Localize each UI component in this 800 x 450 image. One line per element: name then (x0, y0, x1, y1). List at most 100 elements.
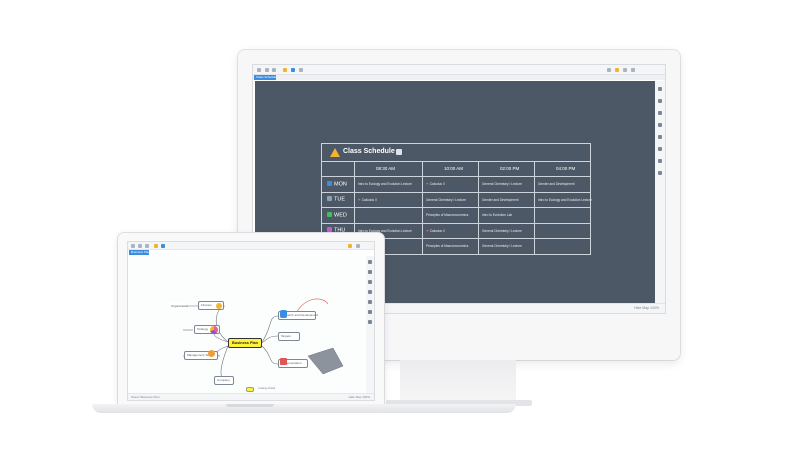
laptop-toolbar (128, 242, 374, 250)
topic-finance[interactable]: Finance (198, 301, 224, 310)
schedule-cell[interactable]: Intro to Ecology and Evolution Lecture (358, 229, 412, 233)
schedule-cell[interactable]: ⚑ Calculus II (358, 198, 377, 202)
settings-icon[interactable] (356, 244, 360, 248)
folder-icon[interactable] (154, 244, 158, 248)
day-label[interactable]: TUE (327, 196, 345, 203)
flag-icon[interactable] (658, 135, 662, 139)
monitor-stand-neck (400, 360, 516, 404)
attachment-icon[interactable] (658, 171, 662, 175)
day-text: THU (334, 227, 346, 234)
cell-label: Gender and Development (538, 182, 575, 186)
schedule-cell[interactable]: General Chemistry I Lecture (482, 182, 522, 186)
grid-line (322, 222, 590, 224)
note-label[interactable]: Looking Ahead (258, 387, 276, 390)
export-icon[interactable] (299, 68, 303, 72)
share-icon[interactable] (291, 68, 295, 72)
note-icon[interactable] (396, 149, 402, 155)
outline-icon[interactable] (658, 111, 662, 115)
day-label[interactable]: MON (327, 180, 347, 187)
tab-label: Class Schedule (256, 75, 277, 79)
topic-targets[interactable]: Targets (278, 332, 300, 341)
note-sticky-icon[interactable] (246, 387, 254, 392)
tab-class-schedule[interactable]: Class Schedule (254, 75, 277, 80)
day-text: MON (334, 181, 347, 187)
cell-label: Principles of Macroeconomics (426, 244, 469, 248)
schedule-title[interactable]: Class Schedule (343, 148, 395, 155)
schedule-cell[interactable]: Principles of Macroeconomics (426, 213, 468, 217)
settings-icon[interactable] (623, 68, 627, 72)
comment-icon[interactable] (658, 147, 662, 151)
schedule-cell[interactable]: Gender and Development (482, 198, 519, 202)
topic-research[interactable]: Research and Development (278, 311, 318, 320)
schedule-cell[interactable]: ⚑ Calculus II (426, 229, 445, 233)
cell-label: Intro to Ecology and Evolution Lecture (358, 228, 412, 233)
task-icon[interactable] (368, 320, 372, 324)
home-icon[interactable] (257, 68, 261, 72)
comment-icon[interactable] (368, 310, 372, 314)
mindmap-canvas[interactable]: Business Plan Finance Strategy Managemen… (128, 256, 366, 394)
mindmap-connectors (178, 298, 344, 381)
time-header: 10:00 AM (444, 166, 464, 171)
schedule-cell[interactable]: Intro to Ecology and Evolution Lecture (358, 182, 412, 186)
central-topic[interactable]: Business Plan (228, 338, 262, 348)
monitor-statusbar: Hide Map 100% (253, 303, 665, 313)
schedule-cell[interactable]: ⚑ Calculus II (426, 182, 445, 186)
monitor-tabbar: Class Schedule (253, 75, 665, 80)
pin-icon[interactable] (368, 260, 372, 264)
topic-company[interactable]: Company (214, 376, 234, 385)
image-icon[interactable] (368, 290, 372, 294)
cell-label: Intro to Ecology and Evolution Lecture (538, 197, 592, 202)
schedule-cell[interactable]: Principles of Macroeconomics (426, 244, 468, 248)
topic-strategy[interactable]: Strategy (194, 325, 220, 334)
flask-icon (280, 310, 287, 318)
topic-management-team[interactable]: Management Team (184, 351, 218, 360)
coin-icon (216, 303, 222, 309)
zoom-status[interactable]: Hide Map 100% (348, 395, 370, 399)
flag-icon: ⚑ (426, 228, 430, 233)
laptop-base (92, 404, 516, 413)
flag-icon[interactable] (368, 300, 372, 304)
schedule-cell[interactable]: General Chemistry I Lecture (426, 198, 466, 202)
day-label[interactable]: WED (327, 211, 347, 218)
pin-icon[interactable] (658, 87, 662, 91)
pen-icon[interactable] (658, 99, 662, 103)
laptop-statusbar: Sheet: Business Plan Hide Map 100% (128, 393, 374, 400)
chart-icon (280, 358, 287, 365)
outline-icon[interactable] (368, 280, 372, 284)
share-icon[interactable] (161, 244, 165, 248)
schedule-cell[interactable]: Intro to Evolution Lab (482, 213, 512, 217)
day-label[interactable]: THU (327, 227, 345, 234)
cell-label: General Chemistry I Lecture (482, 228, 522, 233)
redo-icon[interactable] (272, 68, 276, 72)
undo-icon[interactable] (265, 68, 269, 72)
folder-icon[interactable] (283, 68, 287, 72)
pen-icon[interactable] (368, 270, 372, 274)
topic-organization[interactable]: Organization (168, 302, 188, 311)
sheet-status: Sheet: Business Plan (131, 395, 160, 399)
schedule-cell[interactable]: Gender and Development (538, 182, 575, 186)
idea-icon[interactable] (348, 244, 352, 248)
schedule-cell[interactable]: Intro to Ecology and Evolution Lecture (538, 198, 592, 202)
topic-implementation[interactable]: Implementation (278, 359, 308, 368)
grid-line (322, 207, 590, 208)
task-icon[interactable] (658, 159, 662, 163)
day-text: WED (334, 212, 347, 218)
schedule-cell[interactable]: General Chemistry I Lecture (482, 229, 522, 233)
redo-icon[interactable] (145, 244, 149, 248)
monitor-toolbar (253, 65, 665, 75)
home-icon[interactable] (131, 244, 135, 248)
idea-icon[interactable] (615, 68, 619, 72)
image-icon[interactable] (658, 123, 662, 127)
undo-icon[interactable] (138, 244, 142, 248)
format-icon[interactable] (607, 68, 611, 72)
cell-label: General Chemistry I Lecture (482, 244, 522, 248)
schedule-cell[interactable]: General Chemistry I Lecture (482, 244, 522, 248)
more-icon[interactable] (631, 68, 635, 72)
zoom-status[interactable]: Hide Map 100% (634, 306, 659, 310)
tab-business-plan[interactable]: Business Plan (129, 250, 150, 255)
pie-chart-icon (210, 326, 218, 334)
laptop-sidebar-tools (366, 256, 374, 394)
cell-label: Calculus II (429, 182, 445, 186)
